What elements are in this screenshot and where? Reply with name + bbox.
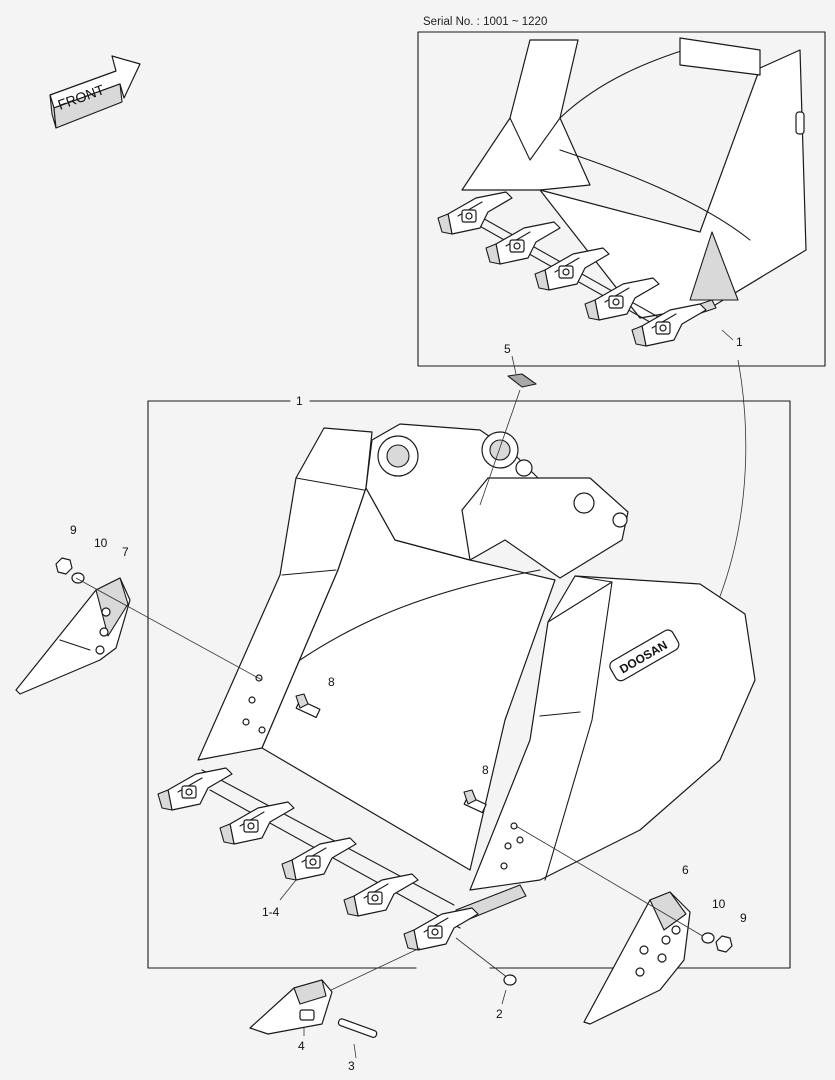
callout-6: 6 xyxy=(682,863,689,877)
washer-right xyxy=(701,932,715,944)
side-plate-holes xyxy=(242,674,524,870)
callout-main-1: 1 xyxy=(296,394,303,408)
callout-2: 2 xyxy=(496,1007,503,1021)
callout-1-4: 1-4 xyxy=(262,905,280,919)
serial-number-label: Serial No. : 1001 ~ 1220 xyxy=(423,16,548,28)
bolt-lower xyxy=(463,789,487,814)
main-bucket: DOOSAN xyxy=(197,423,756,929)
callout-3: 3 xyxy=(348,1059,355,1073)
pin-retainer xyxy=(503,974,517,986)
nut-left xyxy=(55,557,73,575)
callout-10-left: 10 xyxy=(94,536,108,550)
callout-8-upper: 8 xyxy=(328,675,335,689)
callout-inset-1: 1 xyxy=(736,335,743,349)
nut-right xyxy=(715,935,733,953)
tooth-point xyxy=(249,979,333,1035)
callout-5: 5 xyxy=(504,342,511,356)
callout-9-right: 9 xyxy=(740,911,747,925)
front-direction-arrow: FRONT xyxy=(49,55,141,129)
callout-8-lower: 8 xyxy=(482,763,489,777)
side-cutter-left xyxy=(15,577,131,695)
tooth-pin xyxy=(337,1018,378,1039)
inset-frame xyxy=(417,31,826,367)
callout-10-right: 10 xyxy=(712,897,726,911)
side-cutter-right xyxy=(583,891,691,1025)
bolt-upper xyxy=(295,693,321,719)
callout-4: 4 xyxy=(298,1039,305,1053)
decal-part xyxy=(507,373,537,388)
callout-7: 7 xyxy=(122,545,129,559)
callout-9-left: 9 xyxy=(70,523,77,537)
